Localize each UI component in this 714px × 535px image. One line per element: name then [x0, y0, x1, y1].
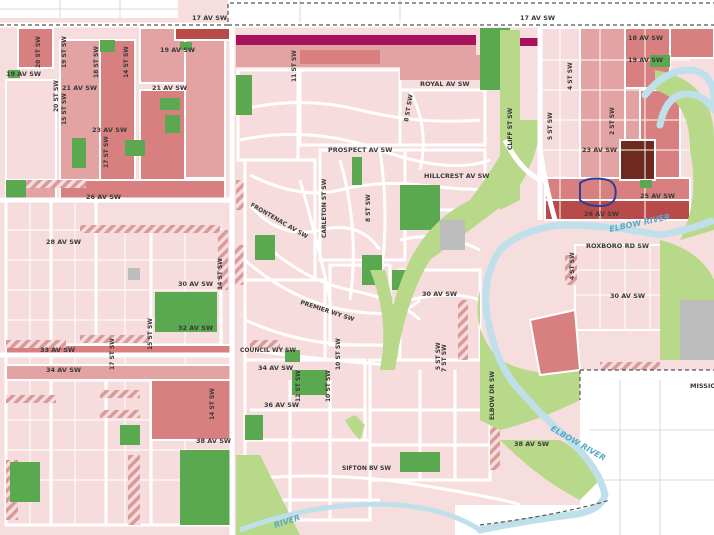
east-residential: [574, 244, 671, 331]
west-hatched-zones: [6, 180, 247, 525]
label-28-av-sw: 28 AV SW: [46, 238, 81, 246]
label-17-av-sw-east: 17 AV SW: [520, 14, 555, 22]
label-hillcrest-av-sw: HILLCREST AV SW: [424, 172, 489, 180]
label-12-st-sw: 12 ST SW: [295, 370, 302, 402]
label-19-st-sw: 19 ST SW: [61, 36, 68, 68]
mission-parks: [640, 55, 670, 188]
label-21-av-sw-west: 21 AV SW: [62, 84, 97, 92]
label-19-av-sw-west: 19 AV SW: [6, 70, 41, 78]
elbow-river: [476, 66, 714, 534]
label-34-av-sw-west: 34 AV SW: [46, 366, 81, 374]
label-20-st-sw: 20 ST SW: [35, 36, 42, 68]
label-36-av-sw: 36 AV SW: [264, 401, 299, 409]
east-hatched-zones: [565, 255, 660, 370]
label-cliff-st-sw: CLIFF ST SW: [507, 107, 514, 150]
label-14-st-sw-top: 14 ST SW: [123, 46, 130, 78]
east-commercial-site: [528, 308, 582, 377]
label-38-av-sw-west: 38 AV SW: [196, 437, 231, 445]
label-sifton-bv-sw: SIFTON BV SW: [342, 465, 391, 472]
east-gray-lot: [680, 300, 714, 360]
label-elbow-dr-sw: ELBOW DR SW: [489, 371, 496, 420]
label-19-av-sw-east: 19 AV SW: [628, 56, 663, 64]
label-26-av-sw-east: 26 AV SW: [584, 210, 619, 218]
elbow-river-lower: [239, 501, 482, 533]
label-20-st-sw-bottom: 20 ST SW: [53, 80, 60, 112]
label-10-st-sw-bottom: 10 ST SW: [325, 370, 332, 402]
mission-blocks: [539, 27, 714, 221]
label-34-av-sw-central: 34 AV SW: [258, 364, 293, 372]
west-parks: [6, 40, 230, 525]
label-17-st-sw-top: 17 ST SW: [103, 136, 110, 168]
label-18-st-sw: 18 ST SW: [93, 46, 100, 78]
label-32-av-sw: 32 AV SW: [178, 324, 213, 332]
label-mission: MISSION: [690, 382, 714, 390]
label-2-st-sw: 2 ST SW: [609, 107, 616, 135]
label-30-av-sw-east: 30 AV SW: [610, 292, 645, 300]
label-14-st-sw-mid: 14 ST SW: [217, 258, 224, 290]
label-8-st-sw-mid: 8 ST SW: [365, 194, 372, 222]
label-5-st-sw-bottom: 5 ST SW: [435, 342, 442, 370]
label-17-st-sw-bottom: 17 ST SW: [109, 338, 116, 370]
label-33-av-sw: 33 AV SW: [40, 346, 75, 354]
label-council-wy-sw: COUNCIL WY SW: [240, 347, 296, 354]
label-roxboro-rd-sw: ROXBORO RD SW: [586, 242, 649, 250]
label-30-av-sw-central: 30 AV SW: [422, 290, 457, 298]
label-17-av-sw-west: 17 AV SW: [192, 14, 227, 22]
label-18-av-sw: 18 AV SW: [628, 34, 663, 42]
label-19-av-sw-mid: 19 AV SW: [160, 46, 195, 54]
label-21-av-sw-east: 21 AV SW: [152, 84, 187, 92]
label-15-st-sw-bottom: 15 ST SW: [147, 318, 154, 350]
label-4-st-sw-bottom: 4 ST SW: [569, 252, 576, 280]
central-gray-lot: [440, 220, 465, 250]
label-10-st-sw-mid: 10 ST SW: [335, 338, 342, 370]
label-38-av-sw-east: 38 AV SW: [514, 440, 549, 448]
elbow-river-east-channel: [659, 216, 714, 239]
label-prospect-av-sw: PROSPECT AV SW: [328, 146, 392, 154]
community-boundary: [0, 2, 714, 526]
label-carleton-st-sw: CARLETON ST SW: [321, 178, 328, 238]
label-23-av-sw-west: 23 AV SW: [92, 126, 127, 134]
label-26-av-sw: 26 AV SW: [86, 193, 121, 201]
label-14-st-sw-bottom: 14 ST SW: [209, 388, 216, 420]
highlighted-site-outline[interactable]: [579, 177, 617, 208]
label-15-st-sw-west: 15 ST SW: [61, 93, 68, 125]
label-8-st-sw-top: 8 ST SW: [403, 93, 415, 122]
label-23-av-sw-east: 23 AV SW: [582, 146, 617, 154]
label-11-st-sw: 11 ST SW: [291, 50, 298, 82]
label-royal-av-sw: ROYAL AV SW: [420, 80, 470, 88]
label-7-st-sw: 7 ST SW: [441, 344, 448, 372]
west-gray-lot: [128, 268, 140, 280]
label-30-av-sw-west: 30 AV SW: [178, 280, 213, 288]
label-5-st-sw-top: 5 ST SW: [547, 112, 554, 140]
east-lot-lines: [575, 245, 670, 330]
label-4-st-sw-top: 4 ST SW: [567, 62, 574, 90]
label-25-av-sw: 25 AV SW: [640, 192, 675, 200]
